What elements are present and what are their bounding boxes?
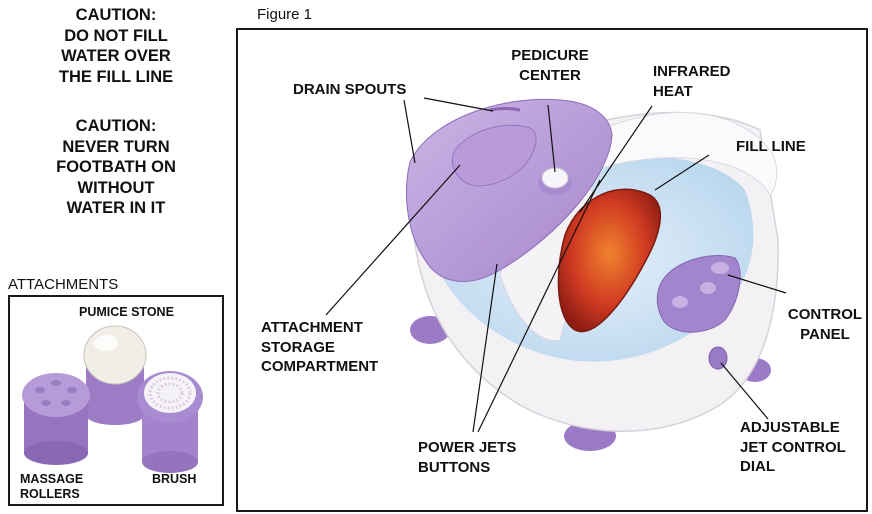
jet-control-dial [709,347,727,369]
power-button-2 [700,282,716,294]
callout-control-panel: CONTROL PANEL [785,305,865,344]
power-button-3 [711,262,729,274]
callout-infrared-heat: INFRARED HEAT [653,62,731,101]
callout-drain-spouts: DRAIN SPOUTS [293,80,406,100]
callout-power-jets: POWER JETS BUTTONS [418,438,516,477]
callout-attachment-storage: ATTACHMENT STORAGE COMPARTMENT [261,318,378,377]
drain-spout [490,109,520,111]
callout-fill-line: FILL LINE [736,137,806,157]
callout-jet-control: ADJUSTABLE JET CONTROL DIAL [740,418,846,477]
callout-pedicure-center: PEDICURE CENTER [510,46,590,85]
power-button-1 [672,296,688,308]
